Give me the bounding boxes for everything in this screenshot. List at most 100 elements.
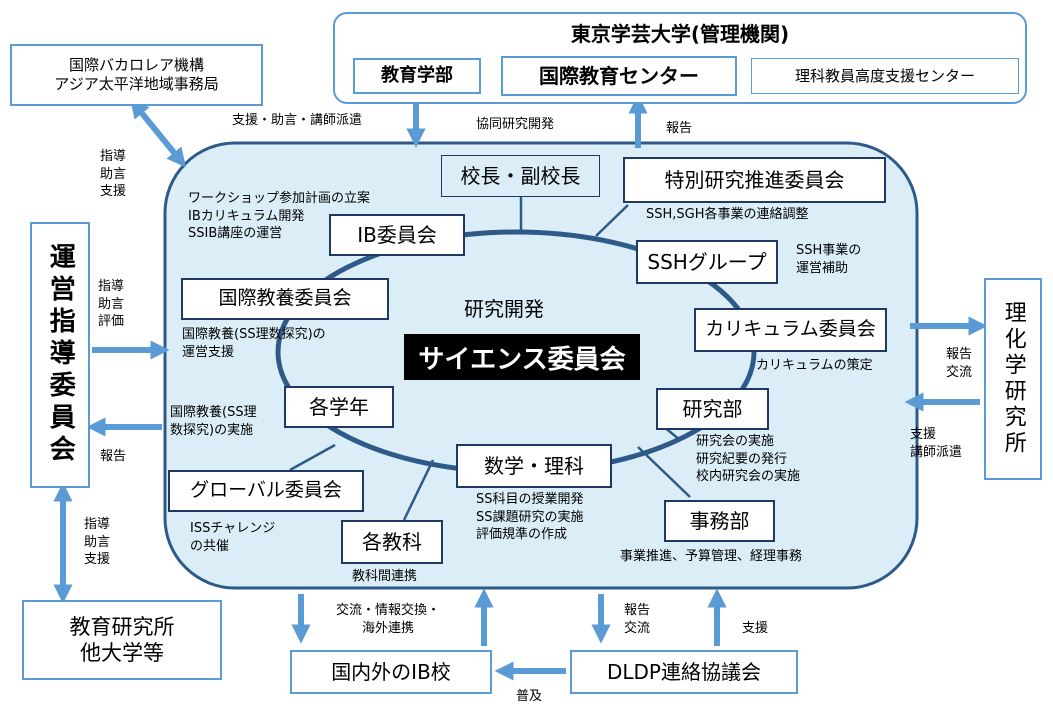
steer-in-2: 助言 <box>98 296 125 312</box>
intl-note-1: 国際教養(SS理数探究)の <box>182 327 326 342</box>
research-note-3: 校内研究会の実施 <box>696 469 801 485</box>
science-committee-label: サイエンス委員会 <box>418 344 626 375</box>
report-top-label: 報告 <box>666 121 693 136</box>
university-title: 東京学芸大学(管理機関) <box>570 22 790 46</box>
steering-box: 運営指導委員会 <box>30 222 90 488</box>
ib-guidance-1: 指導 <box>100 149 127 164</box>
ib-notes: ワークショップ参加計画の立案 IBカリキュラム開発 SSIB講座の運営 <box>188 190 370 243</box>
ib-guidance-3: 支援 <box>100 184 127 200</box>
ssh-note-1: SSH事業の <box>796 243 862 258</box>
ib-guidance-2: 助言 <box>100 166 127 182</box>
grades-note-2: 数探究)の実施 <box>170 422 254 438</box>
intl-note-2: 運営支援 <box>182 344 235 360</box>
exchange-1: 交流・情報交換・ <box>336 603 441 618</box>
curriculum-box: カリキュラム委員会 <box>694 308 887 352</box>
science-committee: サイエンス委員会 <box>404 334 640 380</box>
spoke-global <box>289 443 336 472</box>
faculty-label: 教育学部 <box>381 64 453 86</box>
dldp-out-2: 交流 <box>624 620 651 636</box>
riken-in-label: 支援 講師派遣 <box>910 426 962 461</box>
ring-spokes <box>289 197 691 521</box>
steer-edu-2: 助言 <box>84 534 111 550</box>
ib-guidance-label: 指導 助言 支援 <box>100 148 126 201</box>
research-dev-caption: 研究開発 <box>464 297 544 321</box>
riken-out-1: 報告 <box>946 347 973 362</box>
math-note-2: SS課題研究の実施 <box>476 509 584 525</box>
steer-edu-1: 指導 <box>84 517 111 532</box>
math-note-1: SS科目の授業開発 <box>476 492 584 507</box>
subjects-box: 各教科 <box>341 520 443 564</box>
math-science-box: 数学・理科 <box>456 444 612 488</box>
connector-arrows <box>53 94 988 681</box>
joint-dev-label: 協同研究開発 <box>476 117 555 132</box>
research-note-1: 研究会の実施 <box>696 434 775 449</box>
ssh-notes: SSH事業の 運営補助 <box>796 242 861 277</box>
ib-note-3: SSIB講座の運営 <box>188 226 283 242</box>
steer-in-3: 評価 <box>98 314 125 330</box>
faculty-box: 教育学部 <box>353 58 481 94</box>
edu-inst-line1: 教育研究所 <box>69 614 175 639</box>
ssh-note-2: 運営補助 <box>796 260 849 276</box>
global-label: グローバル委員会 <box>190 479 342 502</box>
ib-schools-label: 国内外のIB校 <box>331 659 451 684</box>
dldp-out-label: 報告 交流 <box>624 602 650 637</box>
spread-label: 普及 <box>516 689 543 704</box>
dldp-out-1: 報告 <box>624 603 651 618</box>
office-label: 事務部 <box>689 508 750 533</box>
exchange-label: 交流・情報交換・ 海外連携 <box>336 602 440 637</box>
grades-note-1: 国際教養(SS理 <box>170 405 257 420</box>
riken-out-label: 報告 交流 <box>946 346 972 381</box>
steer-in-1: 指導 <box>98 279 125 294</box>
research-box: 研究部 <box>656 388 769 430</box>
support-top-label: 支援・助言・講師派遣 <box>232 113 363 128</box>
principal-label: 校長・副校長 <box>460 163 581 188</box>
grades-box: 各学年 <box>284 386 394 428</box>
riken-out-2: 交流 <box>946 364 973 380</box>
curriculum-note: カリキュラムの策定 <box>756 358 873 373</box>
riken-box: 理化学研究所 <box>984 278 1042 480</box>
global-box: グローバル委員会 <box>168 470 364 512</box>
grades-notes: 国際教養(SS理 数探究)の実施 <box>170 404 257 439</box>
special-committee-box: 特別研究推進委員会 <box>623 157 886 203</box>
special-committee-label: 特別研究推進委員会 <box>664 167 845 192</box>
riken-label: 理化学研究所 <box>1000 301 1026 457</box>
global-notes: ISSチャレンジ の共催 <box>190 520 275 555</box>
math-notes: SS科目の授業開発 SS課題研究の実施 評価規準の作成 <box>476 491 584 544</box>
research-notes: 研究会の実施 研究紀要の発行 校内研究会の実施 <box>696 433 800 486</box>
science-center-label: 理科教員高度支援センター <box>794 66 975 85</box>
global-note-1: ISSチャレンジ <box>190 521 276 536</box>
global-note-2: の共催 <box>190 538 230 554</box>
intl-notes: 国際教養(SS理数探究)の 運営支援 <box>182 326 326 361</box>
ib-note-2: IBカリキュラム開発 <box>188 208 305 224</box>
intl-center-label: 国際教育センター <box>539 63 699 88</box>
ib-asia-line2: アジア太平洋地域事務局 <box>54 75 219 93</box>
ib-asia-box: 国際バカロレア機構 アジア太平洋地域事務局 <box>10 44 263 106</box>
ssh-group-label: SSHグループ <box>647 249 767 274</box>
spoke-special <box>595 204 629 237</box>
office-note: 事業推進、予算管理、経理事務 <box>620 549 803 564</box>
exchange-2: 海外連携 <box>362 620 415 636</box>
riken-in-2: 講師派遣 <box>910 444 963 460</box>
math-science-label: 数学・理科 <box>484 453 584 478</box>
dldp-in-label: 支援 <box>742 621 769 636</box>
steer-edu-label: 指導 助言 支援 <box>84 516 110 569</box>
steer-in-label: 指導 助言 評価 <box>98 278 124 331</box>
spoke-subjects <box>402 459 435 521</box>
office-box: 事務部 <box>664 500 775 542</box>
principal-box: 校長・副校長 <box>441 155 600 197</box>
ssh-group-box: SSHグループ <box>636 240 778 284</box>
dldp-label: DLDP連絡協議会 <box>606 659 761 684</box>
intl-liberal-label: 国際教養委員会 <box>218 287 352 310</box>
steer-out-label: 報告 <box>100 449 127 464</box>
math-note-3: 評価規準の作成 <box>476 527 568 543</box>
ib-schools-box: 国内外のIB校 <box>290 650 492 694</box>
special-note: SSH,SGH各事業の連絡調整 <box>646 207 809 222</box>
ib-asia-line1: 国際バカロレア機構 <box>68 56 204 75</box>
ib-committee-box: IB委員会 <box>329 214 465 256</box>
ib-note-1: ワークショップ参加計画の立案 <box>188 191 371 206</box>
steer-edu-3: 支援 <box>84 552 111 568</box>
subjects-note: 教科間連携 <box>352 569 418 584</box>
intl-liberal-box: 国際教養委員会 <box>181 278 389 320</box>
research-label: 研究部 <box>682 396 743 421</box>
spoke-office <box>637 446 691 498</box>
